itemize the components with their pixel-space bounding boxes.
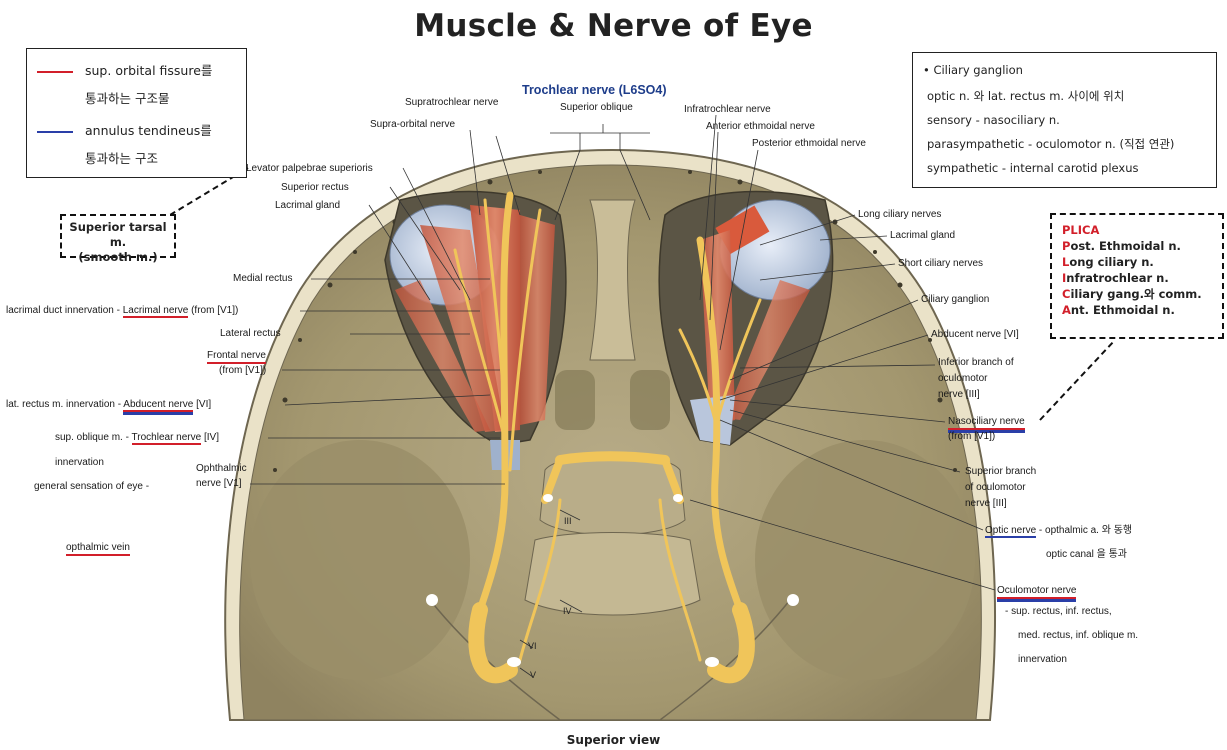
- cn-iii-label: III: [564, 516, 572, 526]
- trochlear-prefix: sup. oblique m. -: [55, 432, 132, 443]
- lacrimal-nerve-line: lacrimal duct innervation - Lacrimal ner…: [6, 305, 238, 317]
- ophthalmic-line1: Ophthalmic: [196, 463, 247, 475]
- superior-branch-3: nerve [III]: [965, 498, 1007, 510]
- oculomotor-desc-2: med. rectus, inf. oblique m.: [1018, 630, 1138, 642]
- trochlear-nerve-title: Trochlear nerve (L6SO4): [522, 84, 667, 96]
- long-ciliary-label: Long ciliary nerves: [858, 209, 941, 221]
- abducent-right-label: Abducent nerve [VI]: [931, 329, 1019, 341]
- supratrochlear-label: Supratrochlear nerve: [405, 97, 498, 109]
- legend-blue-text-1: annulus tendineus를: [85, 123, 212, 138]
- legend-red-text-2: 통과하는 구조물: [85, 91, 169, 106]
- optic-desc-1: - opthalmic a. 와 동행: [1036, 525, 1132, 536]
- infratrochlear-label: Infratrochlear nerve: [684, 104, 771, 116]
- ciliary-info-line2: sensory - nasociliary n.: [927, 113, 1060, 127]
- lacrimal-gland-left-label: Lacrimal gland: [275, 200, 340, 212]
- ciliary-ganglion-info-box: • Ciliary ganglion optic n. 와 lat. rectu…: [912, 52, 1217, 188]
- oculomotor-desc-3: innervation: [1018, 654, 1067, 666]
- plica-item: Infratrochlear n.: [1062, 271, 1169, 286]
- plica-item: Post. Ethmoidal n.: [1062, 239, 1181, 254]
- lacrimal-prefix: lacrimal duct innervation -: [6, 305, 123, 316]
- trochlear-nerve-label: Trochlear nerve: [132, 432, 202, 445]
- inferior-branch-1: Inferior branch of: [938, 357, 1014, 369]
- ciliary-ganglion-label: Ciliary ganglion: [921, 294, 989, 306]
- red-legend-swatch: [37, 71, 73, 73]
- lateral-rectus-label: Lateral rectus: [220, 328, 281, 340]
- view-caption: Superior view: [0, 733, 1227, 747]
- oculomotor-desc-1: - sup. rectus, inf. rectus,: [1005, 606, 1112, 618]
- trochlear-suffix: [IV]: [201, 432, 219, 443]
- skull-base: [225, 150, 995, 720]
- abducent-nerve-label: Abducent nerve: [123, 399, 193, 412]
- lacrimal-gland-right-label: Lacrimal gland: [890, 230, 955, 242]
- ciliary-info-heading: • Ciliary ganglion: [923, 63, 1023, 77]
- plica-item: Long ciliary n.: [1062, 255, 1154, 270]
- short-ciliary-label: Short ciliary nerves: [898, 258, 983, 270]
- plica-mnemonic-box: PLICA Post. Ethmoidal n. Long ciliary n.…: [1050, 213, 1224, 339]
- cn-vi-label: VI: [528, 641, 537, 651]
- nasociliary-from: (from [V1]): [948, 431, 995, 443]
- ophthalmic-vein-label: opthalmic vein: [66, 542, 130, 556]
- anterior-ethmoidal-label: Anterior ethmoidal nerve: [706, 121, 815, 133]
- plica-item: Ant. Ethmoidal n.: [1062, 303, 1175, 318]
- inferior-branch-2: oculomotor: [938, 373, 987, 385]
- inferior-branch-3: nerve [III]: [938, 389, 980, 401]
- ciliary-info-line1: optic n. 와 lat. rectus m. 사이에 위치: [927, 89, 1124, 103]
- optic-nerve-line: Optic nerve - opthalmic a. 와 동행: [985, 525, 1132, 537]
- optic-desc-2: optic canal 을 통과: [1046, 549, 1127, 561]
- plica-heading: PLICA: [1062, 223, 1099, 238]
- abducent-prefix: lat. rectus m. innervation -: [6, 399, 123, 410]
- legend-red-text-1: sup. orbital fissure를: [85, 63, 212, 78]
- superior-tarsal-box: Superior tarsal m. (smooth m.): [60, 214, 176, 258]
- superior-tarsal-line1: Superior tarsal m.: [62, 220, 174, 250]
- optic-nerve-label: Optic nerve: [985, 525, 1036, 538]
- levator-label: Levator palpebrae superioris: [246, 163, 373, 175]
- ciliary-info-line3: parasympathetic - oculomotor n. (직접 연관): [927, 137, 1174, 151]
- frontal-nerve-from: (from [V1]): [219, 365, 266, 377]
- abducent-suffix: [VI]: [193, 399, 211, 410]
- medial-rectus-label: Medial rectus: [233, 273, 292, 285]
- frontal-nerve-label: Frontal nerve: [207, 350, 266, 364]
- superior-oblique-label: Superior oblique: [560, 102, 633, 114]
- superior-branch-1: Superior branch: [965, 466, 1036, 478]
- lacrimal-nerve-label: Lacrimal nerve: [123, 305, 189, 318]
- cn-iv-label: IV: [563, 606, 572, 616]
- nasociliary-label: Nasociliary nerve: [948, 416, 1025, 430]
- supraorbital-label: Supra-orbital nerve: [370, 119, 455, 131]
- legend-box: sup. orbital fissure를 통과하는 구조물 annulus t…: [26, 48, 247, 178]
- ophthalmic-line2: nerve [V1]: [196, 478, 242, 490]
- posterior-ethmoidal-label: Posterior ethmoidal nerve: [752, 138, 866, 150]
- blue-legend-swatch: [37, 131, 73, 133]
- plica-item: Ciliary gang.와 comm.: [1062, 287, 1202, 302]
- trochlear-innervation: innervation: [55, 457, 104, 469]
- superior-tarsal-line2: (smooth m.): [62, 250, 174, 265]
- general-sensation-label: general sensation of eye -: [34, 481, 149, 493]
- superior-rectus-label: Superior rectus: [281, 182, 349, 194]
- lacrimal-suffix: (from [V1]): [188, 305, 238, 316]
- cn-v-label: V: [530, 670, 536, 680]
- abducent-nerve-line: lat. rectus m. innervation - Abducent ne…: [6, 399, 211, 411]
- legend-blue-text-2: 통과하는 구조: [85, 151, 158, 166]
- ciliary-info-line4: sympathetic - internal carotid plexus: [927, 161, 1138, 175]
- oculomotor-label: Oculomotor nerve: [997, 585, 1076, 599]
- trochlear-nerve-line: sup. oblique m. - Trochlear nerve [IV]: [55, 432, 219, 444]
- superior-branch-2: of oculomotor: [965, 482, 1026, 494]
